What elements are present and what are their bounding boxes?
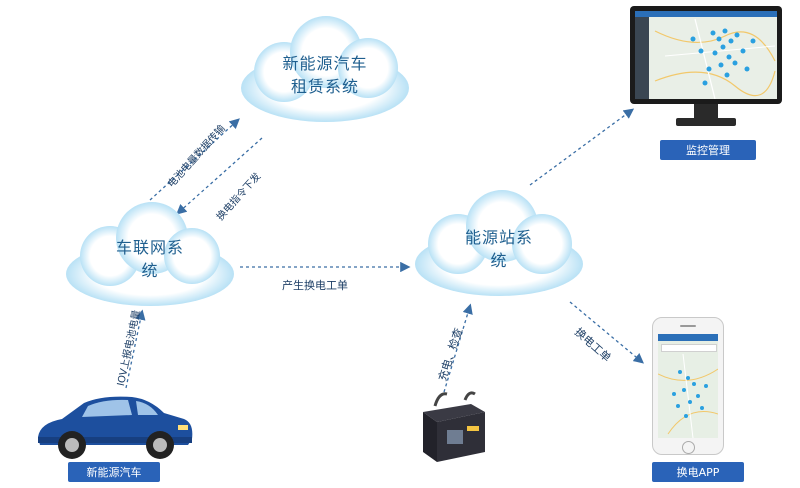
car-image <box>32 393 197 461</box>
iov-title-line1: 车联网系 <box>115 237 184 257</box>
monitor-label: 监控管理 <box>660 140 756 160</box>
rental-title-line2: 租赁系统 <box>290 77 359 96</box>
phone-map <box>658 334 718 438</box>
iov-title-line2: 统 <box>141 261 159 280</box>
car-label: 新能源汽车 <box>68 462 160 482</box>
app-label: 换电APP <box>652 462 744 482</box>
cloud-iov-system: 车联网系 统 <box>60 194 240 312</box>
monitor-device <box>630 6 782 126</box>
arrow-to-monitor <box>529 108 635 186</box>
phone-device <box>652 317 724 455</box>
battery-pack-image <box>417 390 489 466</box>
arrow-swap-command-down <box>176 137 263 215</box>
rental-title-line1: 新能源汽车 <box>282 53 368 73</box>
arrow-iov-upload <box>125 309 146 389</box>
cloud-energy-station: 能源站系 统 <box>410 184 588 302</box>
station-title-line2: 统 <box>490 251 508 270</box>
station-title-line1: 能源站系 <box>464 227 533 247</box>
monitor-map <box>635 11 777 99</box>
cloud-rental-system: 新能源汽车 租赁系统 <box>234 10 416 128</box>
arrow-to-app <box>569 301 644 364</box>
flow-label-produce-order: 产生换电工单 <box>282 279 348 292</box>
arrow-charge-inspect <box>443 303 473 393</box>
monitor-screen <box>630 6 782 104</box>
arrow-battery-data-up <box>149 118 240 201</box>
